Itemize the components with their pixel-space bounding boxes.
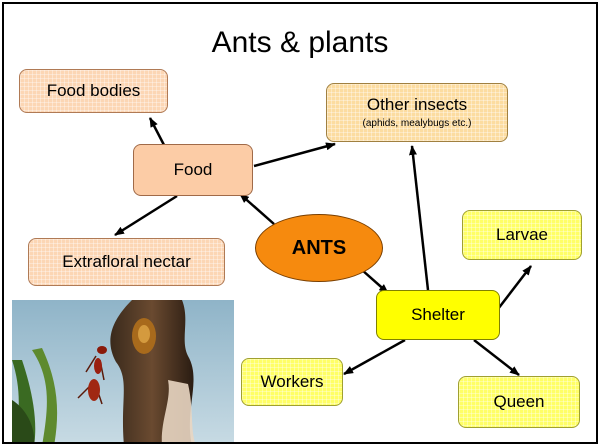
node-larvae-label: Larvae: [496, 226, 548, 245]
node-workers-label: Workers: [261, 373, 324, 392]
node-other-insects-label: Other insects: [367, 96, 467, 115]
node-larvae: Larvae: [462, 210, 582, 260]
node-extrafloral-nectar: Extrafloral nectar: [28, 238, 225, 286]
arrow-food-to-other-insects: [254, 144, 335, 166]
node-shelter-label: Shelter: [411, 306, 465, 325]
node-ants: ANTS: [255, 214, 383, 282]
ant-on-plant-photo: [12, 300, 234, 444]
node-other-insects-note: (aphids, mealybugs etc.): [363, 118, 472, 129]
node-shelter: Shelter: [376, 290, 500, 340]
node-workers: Workers: [241, 358, 343, 406]
node-food-bodies: Food bodies: [19, 69, 168, 113]
node-food-label: Food: [174, 161, 213, 180]
arrow-shelter-to-workers: [344, 340, 405, 374]
arrow-food-to-food-bodies: [150, 118, 164, 145]
arrow-shelter-to-other-insects: [412, 146, 428, 290]
arrow-shelter-to-larvae: [498, 266, 531, 309]
arrow-food-to-extrafloral-nectar: [115, 196, 177, 235]
node-other-insects: Other insects (aphids, mealybugs etc.): [326, 83, 508, 142]
arrow-ants-to-food: [240, 194, 274, 224]
node-queen-label: Queen: [493, 393, 544, 412]
node-queen: Queen: [458, 376, 580, 428]
arrow-shelter-to-queen: [474, 340, 519, 375]
node-food-bodies-label: Food bodies: [47, 82, 141, 101]
node-food: Food: [133, 144, 253, 196]
node-extrafloral-nectar-label: Extrafloral nectar: [62, 253, 191, 272]
